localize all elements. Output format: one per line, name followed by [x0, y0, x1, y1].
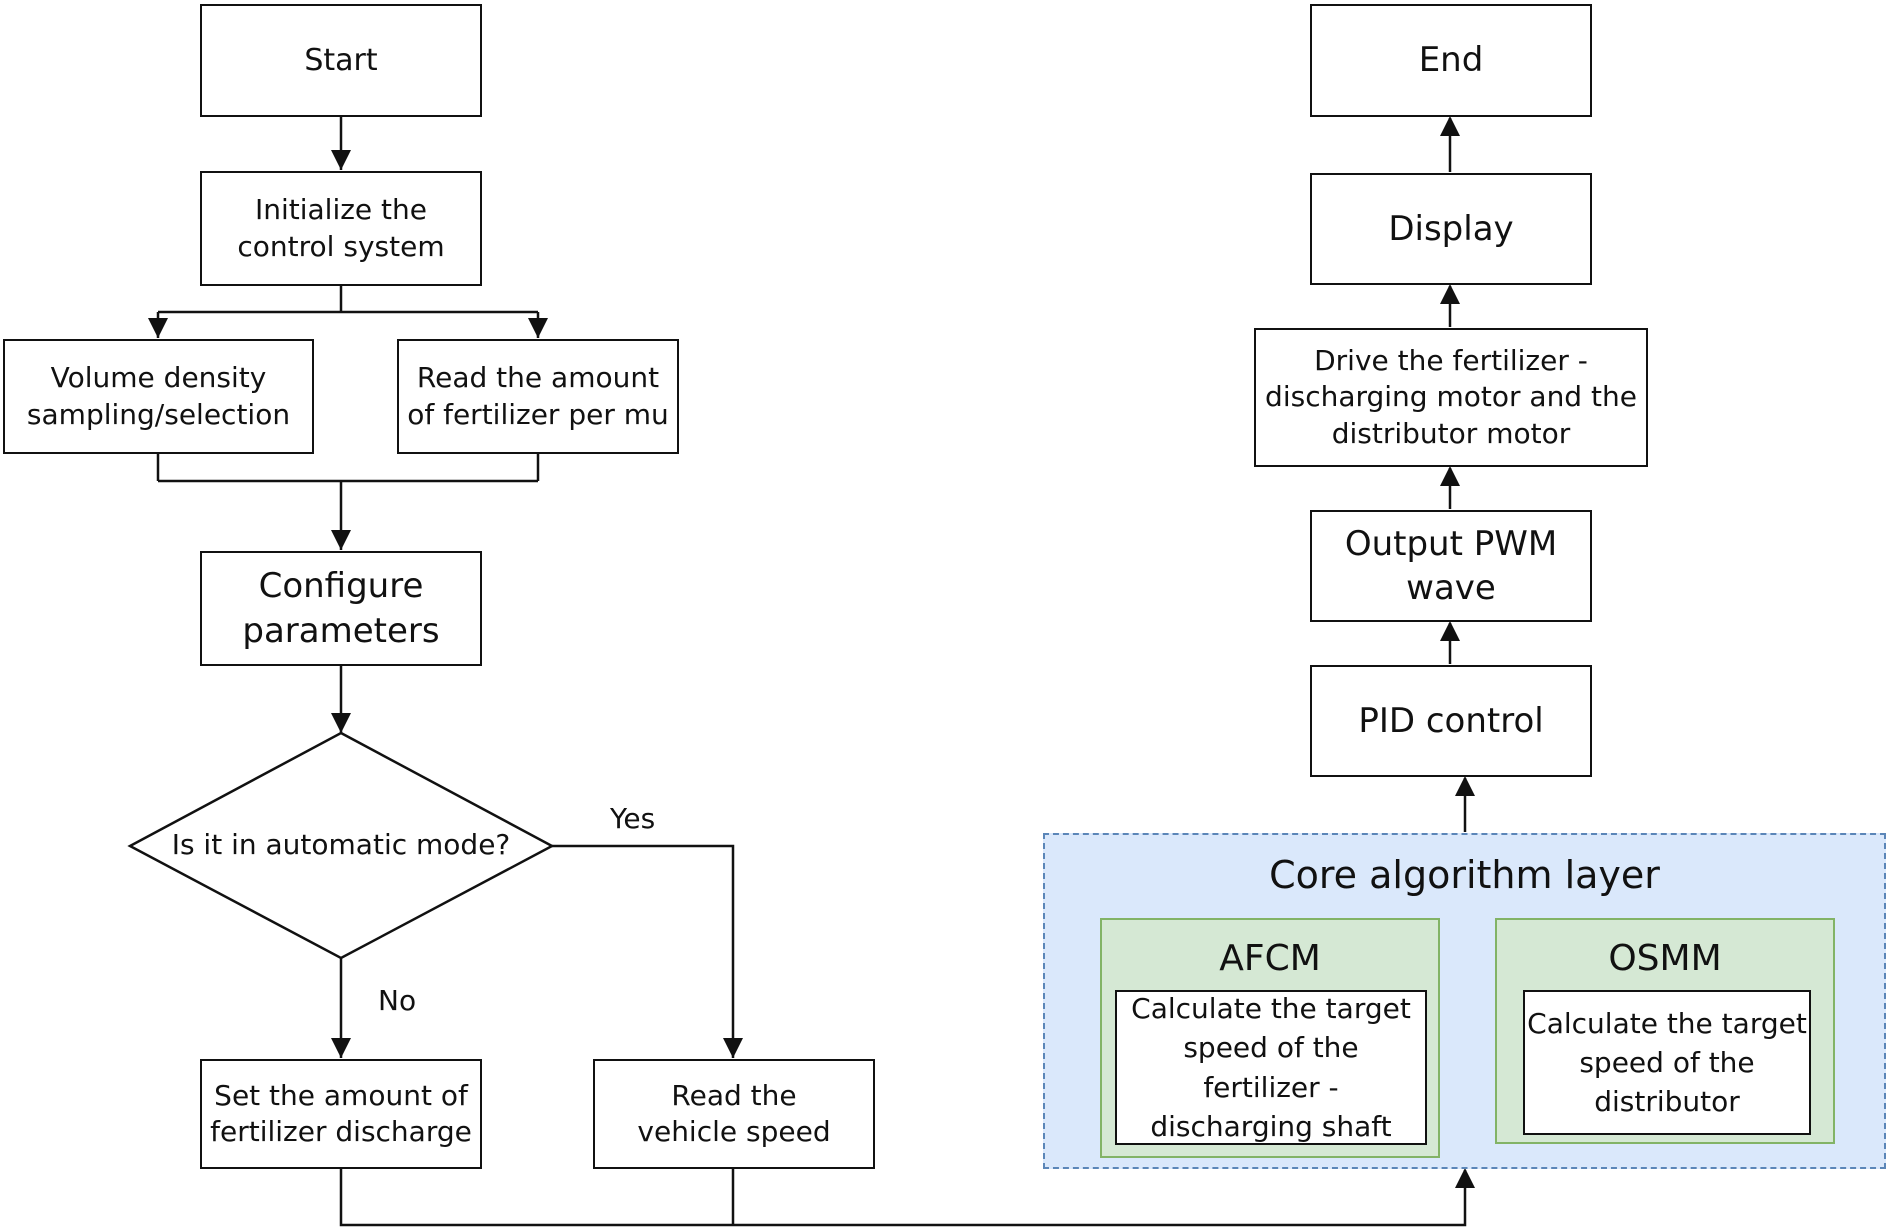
set-amount-node: Set the amount of fertilizer discharge — [200, 1059, 482, 1169]
display-node: Display — [1310, 173, 1592, 285]
decision-label: Is it in automatic mode? — [171, 828, 511, 861]
arrowhead-core — [1455, 1168, 1475, 1188]
drive-label: Drive the fertilizer - discharging motor… — [1265, 343, 1637, 450]
init-label: Initialize the control system — [237, 193, 445, 263]
end-label: End — [1418, 40, 1484, 81]
volume-node: Volume density sampling/selection — [3, 339, 314, 454]
osmm-module: OSMM Calculate the target speed of the d… — [1495, 918, 1835, 1144]
osmm-calc-box: Calculate the target speed of the distri… — [1523, 990, 1811, 1135]
read-amount-node: Read the amount of fertilizer per mu — [397, 339, 679, 454]
afcm-calc-box: Calculate the target speed of the fertil… — [1115, 990, 1427, 1145]
arrow-decision-yes — [552, 844, 735, 1058]
arrowhead-set-amount — [331, 1038, 351, 1058]
arrowhead-drive — [1440, 466, 1460, 486]
pwm-label: Output PWM wave — [1344, 523, 1558, 608]
osmm-title: OSMM — [1608, 938, 1722, 979]
afcm-calc-label: Calculate the target speed of the fertil… — [1131, 992, 1411, 1143]
end-node: End — [1310, 4, 1592, 117]
configure-label: Configure parameters — [242, 566, 440, 651]
pid-label: PID control — [1358, 700, 1544, 741]
configure-node: Configure parameters — [200, 551, 482, 666]
yes-label: Yes — [610, 802, 656, 835]
pid-node: PID control — [1310, 665, 1592, 777]
arrowhead-end — [1440, 116, 1460, 136]
decision-diamond — [127, 731, 555, 960]
core-layer-title: Core algorithm layer — [1269, 853, 1660, 897]
read-speed-label: Read the vehicle speed — [637, 1078, 831, 1148]
arrowhead-read-amount — [528, 318, 548, 338]
arrowhead-read-speed — [723, 1038, 743, 1058]
arrowhead-volume — [148, 318, 168, 338]
arrowhead-display — [1440, 284, 1460, 304]
volume-label: Volume density sampling/selection — [26, 361, 291, 431]
arrowhead-decision — [331, 713, 351, 733]
no-label: No — [378, 984, 417, 1017]
read-speed-node: Read the vehicle speed — [593, 1059, 875, 1169]
set-amount-label: Set the amount of fertilizer discharge — [210, 1078, 472, 1148]
osmm-calc-label: Calculate the target speed of the distri… — [1527, 1006, 1807, 1119]
arrowhead-configure — [331, 530, 351, 550]
display-label: Display — [1388, 208, 1514, 249]
init-node: Initialize the control system — [200, 171, 482, 286]
arrowhead-pwm — [1440, 621, 1460, 641]
afcm-module: AFCM Calculate the target speed of the f… — [1100, 918, 1440, 1158]
pwm-node: Output PWM wave — [1310, 510, 1592, 622]
core-algorithm-layer: Core algorithm layer AFCM Calculate the … — [1043, 833, 1886, 1169]
drive-node: Drive the fertilizer - discharging motor… — [1254, 328, 1648, 467]
arrowhead-pid — [1455, 776, 1475, 796]
afcm-title: AFCM — [1219, 938, 1321, 979]
arrowhead-init — [331, 150, 351, 170]
start-node: Start — [200, 4, 482, 117]
read-amount-label: Read the amount of fertilizer per mu — [407, 361, 669, 431]
line-set-amount-down — [339, 1168, 1467, 1227]
start-label: Start — [304, 43, 378, 78]
